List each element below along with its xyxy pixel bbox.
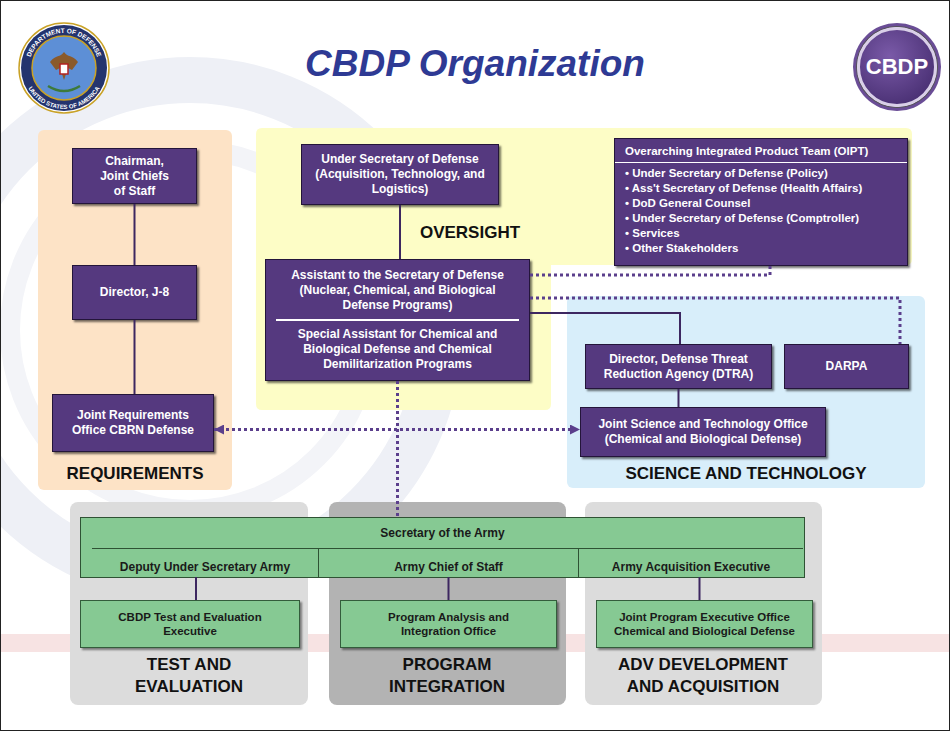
org-box: CBDP Test and Evaluation Executive <box>80 600 300 648</box>
org-box: Director, J-8 <box>72 265 197 320</box>
node-text: Joint Science and Technology Office (Che… <box>584 417 822 447</box>
node-text: • DoD General Counsel <box>625 196 901 211</box>
region-heading: REQUIREMENTS <box>38 463 232 485</box>
org-box: Program Analysis and Integration Office <box>340 600 557 648</box>
army-cell: Army Acquisition Executive <box>578 548 803 577</box>
diagram-title: CBDP Organization <box>0 42 950 86</box>
region-heading: PROGRAM INTEGRATION <box>377 654 517 698</box>
node-text: • Services <box>625 226 901 241</box>
army-cell: Army Chief of Staff <box>318 548 578 577</box>
army-band: Secretary of the ArmyDeputy Under Secret… <box>80 517 805 578</box>
region-band: REQUIREMENTS Chairman, Joint Chiefs of St… <box>38 130 232 490</box>
node-text: Director, Defense Threat Reduction Agenc… <box>592 352 765 382</box>
node-text: Army Chief of Staff <box>394 552 503 575</box>
node-text: • Under Secretary of Defense (Comptrolle… <box>625 211 901 226</box>
node-text: Joint Requirements Office CBRN Defense <box>63 408 203 438</box>
node-text: Under Secretary of Defense (Acquisition,… <box>308 152 492 197</box>
region-heading: TEST AND EVALUATION <box>124 654 254 698</box>
org-box: Director, Defense Threat Reduction Agenc… <box>585 344 772 389</box>
seal-text: DEPARTMENT OF DEFENSE <box>25 27 103 58</box>
node-text: CBDP Test and Evaluation Executive <box>111 610 269 638</box>
node-text: Joint Program Executive Office Chemical … <box>600 610 809 638</box>
node-text: DARPA <box>791 359 902 374</box>
seal-text: UNITED STATES OF AMERICA <box>27 85 101 110</box>
node-text: CBDP <box>866 54 928 80</box>
dod-seal: DEPARTMENT OF DEFENSE UNITED STATES OF A… <box>18 22 110 114</box>
node-text: Director, J-8 <box>79 285 190 300</box>
node-text: Secretary of the Army <box>81 518 804 541</box>
org-box: DARPA <box>784 344 909 389</box>
region-heading: ADV DEVELOPMENT AND ACQUISITION <box>608 654 798 698</box>
node-text: • Under Secretary of Defense (Policy) <box>625 166 901 181</box>
seal-rim <box>19 23 109 113</box>
node-text: Deputy Under Secretary Army <box>120 552 290 575</box>
seal-label: UNITED STATES OF AMERICA <box>27 85 101 110</box>
org-box: Overarching Integrated Product Team (OIP… <box>614 138 908 266</box>
army-cell: Deputy Under Secretary Army <box>92 548 318 577</box>
org-box: Assistant to the Secretary of Defense (N… <box>265 259 530 381</box>
connector-line <box>530 266 770 275</box>
org-box: Joint Program Executive Office Chemical … <box>596 600 813 648</box>
region-heading: SCIENCE AND TECHNOLOGY <box>567 463 925 485</box>
org-box: Joint Science and Technology Office (Che… <box>580 407 826 457</box>
connector-line <box>214 428 580 431</box>
node-text: Program Analysis and Integration Office <box>369 610 528 638</box>
region-band: SCIENCE AND TECHNOLOGY Director, Defense … <box>567 296 925 488</box>
node-text: Chairman, Joint Chiefs of Staff <box>93 154 176 199</box>
node-text: Overarching Integrated Product Team (OIP… <box>615 144 907 163</box>
node-text: • Ass't Secretary of Defense (Health Aff… <box>625 181 901 196</box>
region-heading: OVERSIGHT <box>400 222 540 244</box>
node-text: • Other Stakeholders <box>625 241 901 256</box>
org-box: Chairman, Joint Chiefs of Staff <box>72 148 197 204</box>
seal-label: DEPARTMENT OF DEFENSE <box>25 27 103 58</box>
seal-center <box>32 36 96 100</box>
node-text: Assistant to the Secretary of Defense (N… <box>276 268 519 313</box>
org-box: Joint Requirements Office CBRN Defense <box>52 394 214 452</box>
node-text: Army Acquisition Executive <box>612 552 770 575</box>
seal-eagle <box>50 52 78 80</box>
logo-circle: CBDP <box>857 27 937 107</box>
org-box: Under Secretary of Defense (Acquisition,… <box>301 144 499 205</box>
seal-band <box>21 25 107 111</box>
seal-wreath <box>48 86 80 91</box>
seal-shield <box>60 64 68 74</box>
node-text: Special Assistant for Chemical and Biolo… <box>276 319 519 372</box>
